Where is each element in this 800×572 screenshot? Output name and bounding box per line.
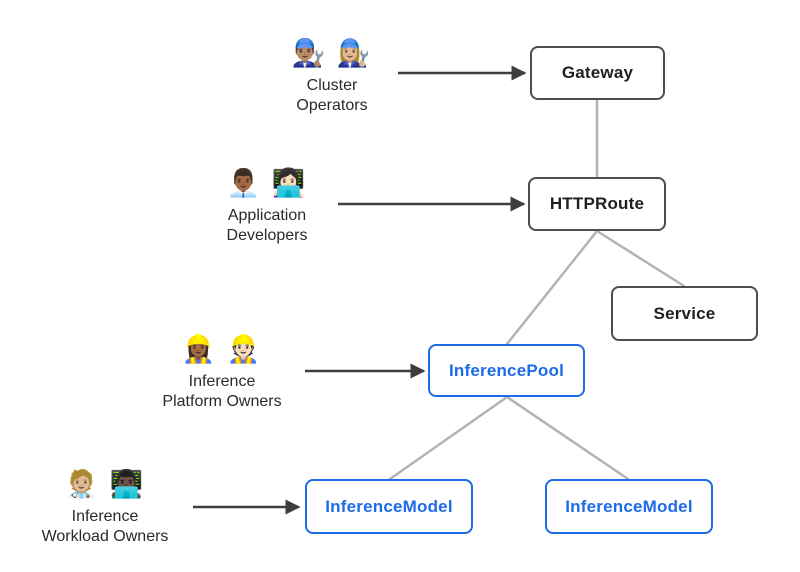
edge-inferencepool-inferencemodel-left xyxy=(388,395,509,481)
node-inferencepool-label: InferencePool xyxy=(448,360,565,380)
node-inferencemodel-left: InferenceModel xyxy=(305,479,473,534)
persona-inference-workload-owners: 🧑🏼‍⚕️ 👨🏿‍💻 Inference Workload Owners xyxy=(10,467,200,546)
inference-workload-owners-emoji: 🧑🏼‍⚕️ 👨🏿‍💻 xyxy=(64,469,146,499)
node-gateway: Gateway xyxy=(530,46,665,100)
node-inferencepool: InferencePool xyxy=(428,344,585,397)
node-httproute: HTTPRoute xyxy=(528,177,666,231)
node-inferencemodel-right-label: InferenceModel xyxy=(565,496,693,516)
edge-httproute-service xyxy=(595,229,686,288)
application-developers-emoji: 👨🏾‍💼 👩🏻‍💻 xyxy=(226,168,308,198)
node-gateway-label: Gateway xyxy=(561,63,634,82)
inference-workload-owners-label: Inference Workload Owners xyxy=(41,508,169,545)
inference-platform-owners-emoji: 👷🏾‍♀️ 👷🏻 xyxy=(181,334,263,364)
node-httproute-label: HTTPRoute xyxy=(549,194,645,213)
cluster-operators-emoji: 👨🏽‍🔧 👩🏼‍🔧 xyxy=(291,38,373,68)
persona-application-developers: 👨🏾‍💼 👩🏻‍💻 Application Developers xyxy=(187,166,347,245)
edge-inferencepool-inferencemodel-right xyxy=(505,395,630,481)
persona-cluster-operators: 👨🏽‍🔧 👩🏼‍🔧 Cluster Operators xyxy=(252,36,412,115)
node-service: Service xyxy=(611,286,758,341)
cluster-operators-label: Cluster Operators xyxy=(296,77,368,114)
persona-inference-platform-owners: 👷🏾‍♀️ 👷🏻 Inference Platform Owners xyxy=(127,332,317,411)
application-developers-label: Application Developers xyxy=(226,207,308,244)
inference-platform-owners-label: Inference Platform Owners xyxy=(162,373,282,410)
node-inferencemodel-right: InferenceModel xyxy=(545,479,713,534)
node-inferencemodel-left-label: InferenceModel xyxy=(325,496,453,516)
edge-httproute-inferencepool xyxy=(505,229,599,346)
node-service-label: Service xyxy=(653,303,716,323)
